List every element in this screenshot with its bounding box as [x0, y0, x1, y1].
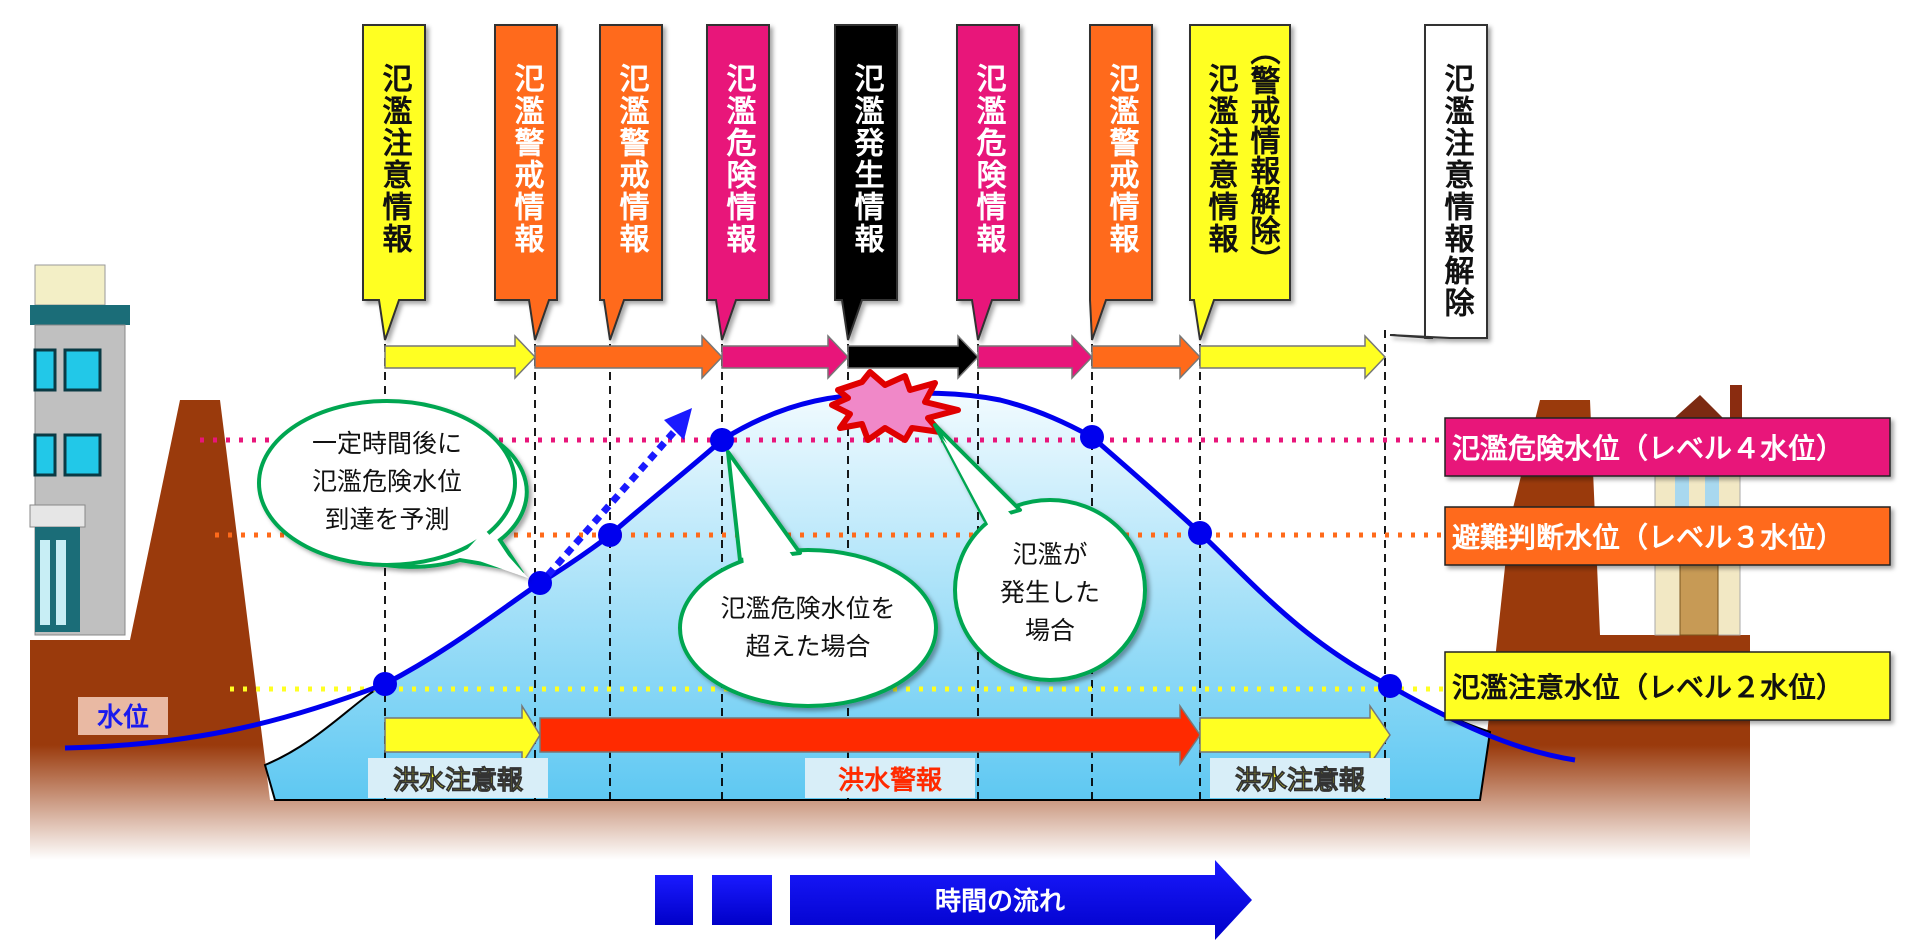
- info-flag: [956, 24, 1020, 341]
- bubble-forecast-line-1: 一定時間後に: [312, 429, 462, 458]
- evac-level-text: 避難判断水位（レベル３水位）: [1452, 521, 1844, 554]
- bubble-forecast-line-3: 到達を予測: [324, 505, 449, 534]
- info-flag: [1089, 24, 1153, 341]
- info-flag-label: 氾濫注意情報: [1203, 63, 1239, 255]
- info-flag-label: 氾濫注意情報解除: [1439, 63, 1475, 319]
- bubble-forecast: [257, 399, 529, 578]
- time-block-1: [655, 875, 693, 925]
- info-flag-label: 氾濫警戒情報: [509, 63, 545, 255]
- advisory-label-bg-2: [1210, 758, 1390, 798]
- info-flag: [706, 24, 770, 341]
- info-flag: [599, 24, 663, 341]
- warning-label-bg: [805, 758, 975, 798]
- information-arrow: [847, 334, 980, 380]
- level-label-danger: [1444, 417, 1891, 477]
- information-arrow: [1199, 334, 1387, 380]
- information-flags: 氾濫注意情報 氾濫警戒情報 氾濫警戒情報 氾濫危険情報 氾濫発生情報 氾濫危険情報 氾濫警戒…: [362, 24, 1488, 341]
- info-flag: [1189, 24, 1291, 341]
- curve-point: [598, 523, 622, 547]
- bubble-occurred-line-3: 場合: [1025, 616, 1075, 645]
- info-flag-label: 氾濫警戒情報: [614, 63, 650, 255]
- bubble-exceeded-line-1: 氾濫危険水位を: [720, 594, 895, 623]
- info-flag: [1389, 24, 1488, 339]
- curve-point: [1080, 425, 1104, 449]
- forecast-arrow-head: [664, 408, 692, 440]
- advisory-arrow-1: [384, 703, 541, 767]
- bubble-occurred-line-2: 発生した: [1000, 578, 1100, 607]
- forecast-arrow: [545, 422, 683, 578]
- water-level-label-bg: [78, 697, 168, 735]
- information-arrow: [977, 334, 1094, 380]
- information-arrow: [721, 334, 850, 380]
- bubble-exceeded-line-2: 超えた場合: [745, 632, 870, 661]
- danger-level-text: 氾濫危険水位（レベル４水位）: [1452, 432, 1844, 465]
- info-flag-label: 氾濫危険情報: [721, 63, 757, 255]
- water-level-label: 水位: [97, 702, 149, 733]
- bubble-occurred: [933, 423, 1147, 682]
- warning-arrows: [384, 703, 1391, 767]
- flood-advisory-label-1: 洪水注意報: [393, 765, 524, 796]
- curve-point: [373, 672, 397, 696]
- warning-arrow: [539, 703, 1201, 767]
- info-flag: [362, 24, 426, 341]
- info-flag-label: 氾濫注意情報: [377, 63, 413, 255]
- building: [29, 264, 130, 636]
- flood-warning-label: 洪水警報: [838, 765, 943, 796]
- information-arrows: [384, 334, 1387, 380]
- information-arrow: [1091, 334, 1202, 380]
- curve-point: [528, 571, 552, 595]
- info-flag-label: 氾濫警戒情報: [1104, 63, 1140, 255]
- time-flow-label: 時間の流れ: [935, 887, 1065, 917]
- level-label-caution: [1444, 651, 1891, 721]
- level-label-evac: [1444, 506, 1891, 566]
- curve-points: [373, 425, 1402, 698]
- curve-point: [710, 428, 734, 452]
- curve-point: [1378, 674, 1402, 698]
- time-block-2: [712, 875, 772, 925]
- advisory-arrow-2: [1199, 703, 1391, 767]
- info-flag: [494, 24, 558, 341]
- info-flag-label: 氾濫危険情報: [971, 63, 1007, 255]
- info-flag: [834, 24, 898, 341]
- info-flag-sublabel: （警戒情報解除）: [1245, 35, 1281, 275]
- flood-advisory-label-2: 洪水注意報: [1235, 765, 1366, 796]
- bubble-occurred-line-1: 氾濫が: [1012, 540, 1087, 569]
- advisory-label-bg: [368, 758, 548, 798]
- caution-level-text: 氾濫注意水位（レベル２水位）: [1452, 671, 1844, 704]
- information-arrow: [384, 334, 537, 380]
- bubble-exceeded: [678, 450, 938, 708]
- time-flow-arrow: [790, 860, 1252, 940]
- info-flag-label: 氾濫発生情報: [849, 63, 886, 255]
- curve-point: [1188, 521, 1212, 545]
- bubble-forecast-line-2: 氾濫危険水位: [312, 467, 462, 496]
- information-arrow: [534, 334, 724, 380]
